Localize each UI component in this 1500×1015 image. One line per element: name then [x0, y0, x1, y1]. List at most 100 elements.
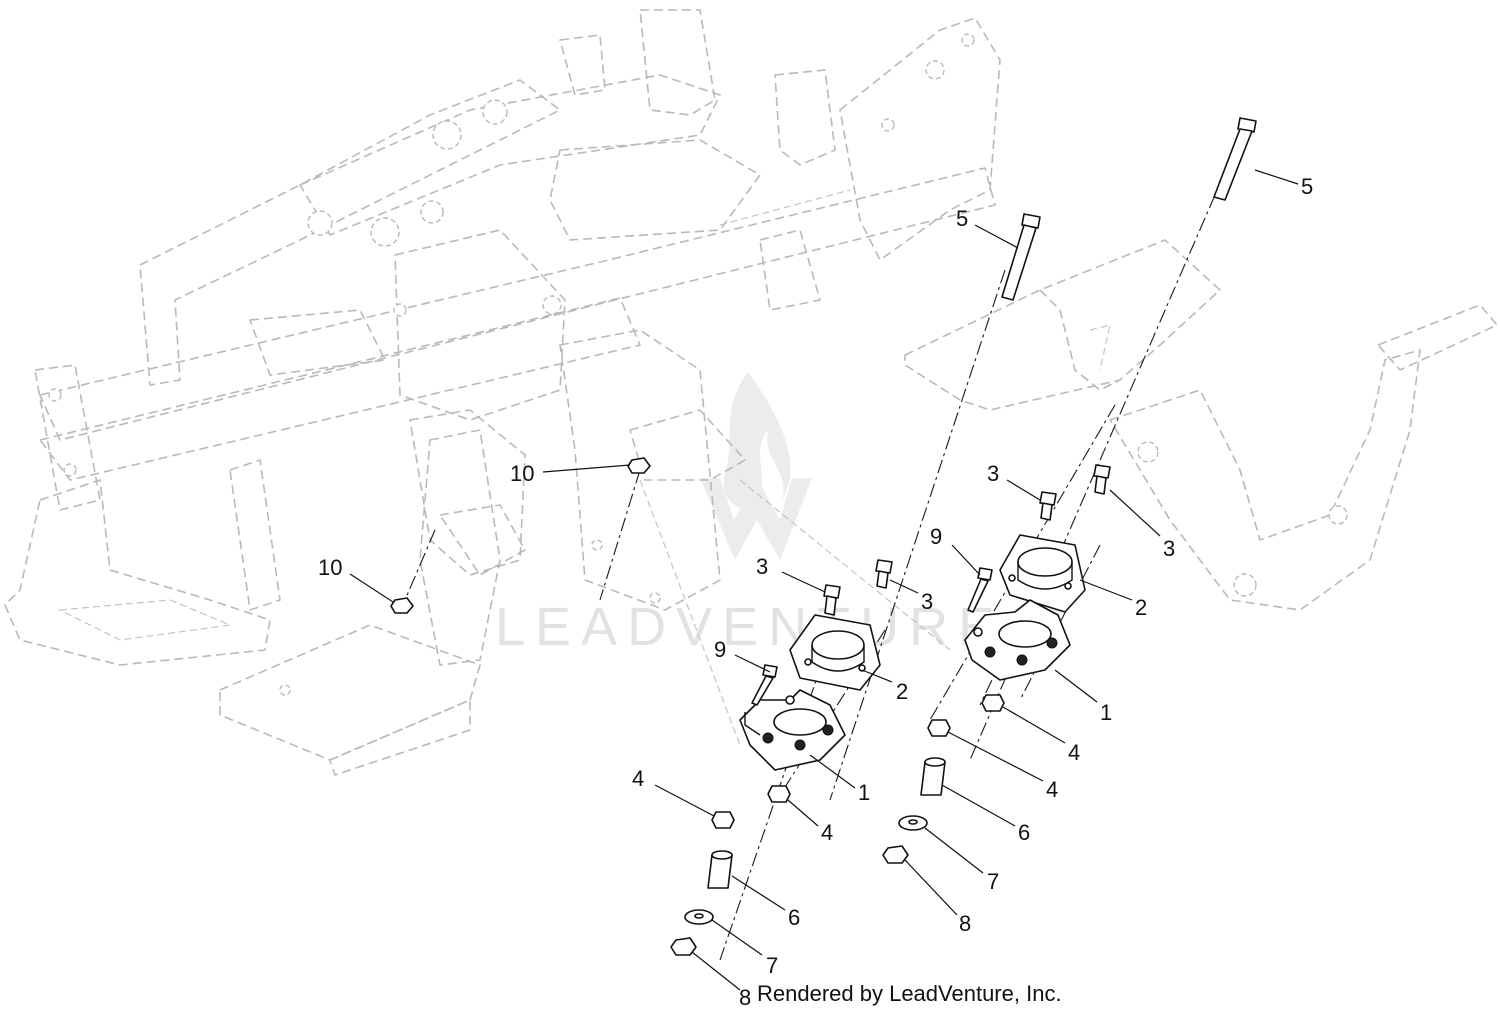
leader-10-upper — [542, 464, 631, 473]
axis-line — [599, 469, 641, 601]
right-mount-stack — [882, 117, 1257, 864]
nut-8-left — [670, 937, 697, 956]
stud-9-right — [967, 567, 993, 613]
frame-lower-left-plate — [409, 409, 526, 576]
callout-1-right: 1 — [1100, 700, 1112, 725]
washer-7-right — [898, 815, 928, 831]
frame-hole — [542, 295, 562, 315]
leader-7-left — [711, 919, 763, 956]
frame-right-handle — [1377, 304, 1498, 371]
frame-left-leg — [229, 459, 281, 611]
leadventure-flame-icon — [700, 372, 812, 560]
callout-3-a: 3 — [987, 461, 999, 486]
leader-5-right — [1254, 169, 1299, 185]
frame-top-mount-plate — [904, 239, 1221, 411]
leader-10-lower — [349, 573, 394, 603]
leader-lines — [349, 169, 1299, 991]
stud-9-left — [751, 664, 778, 706]
frame-rear-upright — [419, 429, 501, 666]
leader-3-d — [889, 579, 919, 594]
frame-hole — [370, 217, 400, 247]
frame-link — [739, 479, 951, 651]
frame-mount-pad — [439, 504, 526, 576]
callout-10-upper: 10 — [510, 461, 534, 486]
callout-3-c: 3 — [756, 554, 768, 579]
frame-center-plate — [559, 329, 721, 611]
frame-hole — [482, 99, 508, 125]
frame-hole — [925, 60, 945, 80]
callout-1-left: 1 — [858, 780, 870, 805]
frame-hole — [48, 388, 62, 402]
frame-mount-slot — [1089, 324, 1111, 371]
nut-4-right-b — [927, 719, 951, 737]
leader-4-a — [1002, 706, 1066, 744]
frame-hole — [591, 539, 603, 551]
isolator-plate-2-right — [999, 534, 1086, 613]
frame-hole — [649, 592, 661, 604]
callout-3-b: 3 — [1163, 536, 1175, 561]
frame-top-mount-flange — [1039, 289, 1121, 391]
left-mount-stack — [670, 213, 1041, 956]
frame-hole — [1328, 505, 1348, 525]
leader-6-right — [941, 784, 1016, 827]
nut-4-right-a — [981, 694, 1005, 712]
frame-hole — [307, 210, 333, 236]
frame-foot-loop — [4, 479, 271, 666]
axis-line — [404, 529, 436, 601]
washer-7-left — [684, 909, 714, 925]
frame-lower-bracket — [759, 229, 821, 311]
frame-footplate — [219, 624, 481, 761]
callout-9-right: 9 — [930, 524, 942, 549]
callout-8-left: 8 — [739, 985, 751, 1010]
leader-8-left — [691, 951, 741, 991]
leader-6-left — [731, 875, 786, 911]
leader-2-left — [861, 669, 893, 683]
bolt-5-right — [1213, 117, 1257, 201]
leader-4-d — [787, 799, 819, 827]
frame-link — [719, 189, 851, 226]
frame-hole — [432, 120, 462, 150]
leader-3-a — [1006, 479, 1041, 501]
leader-5-left — [974, 224, 1019, 249]
frame-tower-bracket — [774, 69, 836, 166]
frame-foot-deck — [57, 599, 233, 641]
frame-main-tube — [39, 167, 996, 441]
nut-10-lower — [390, 597, 414, 614]
leader-8-right — [904, 859, 958, 916]
callout-5-left: 5 — [956, 206, 968, 231]
callout-2-right: 2 — [1135, 595, 1147, 620]
frame-cross-member — [549, 139, 761, 241]
frame-hole — [63, 463, 77, 477]
bolt-3-left-b — [875, 559, 893, 589]
leader-3-c — [781, 571, 826, 593]
frame-hole — [420, 200, 444, 224]
frame-tower-bracket — [639, 9, 716, 116]
frame-hole — [279, 684, 291, 696]
mount-bracket-1-right — [964, 599, 1071, 681]
callout-4-d: 4 — [821, 820, 833, 845]
callout-5-right: 5 — [1301, 174, 1313, 199]
callout-4-a: 4 — [1068, 740, 1080, 765]
frame-right-hoop — [1109, 349, 1421, 611]
leader-2-right — [1079, 579, 1133, 601]
mount-bracket-1-left — [739, 689, 846, 771]
callout-8-right: 8 — [959, 911, 971, 936]
frame-phantom — [4, 9, 1498, 776]
leader-9-right — [951, 544, 981, 576]
assembly-axis-lines — [404, 194, 1216, 961]
callout-6-left: 6 — [788, 905, 800, 930]
frame-middle-upright — [394, 229, 566, 421]
frame-hole — [393, 303, 407, 317]
callout-10-lower: 10 — [318, 555, 342, 580]
frame-upper-left-loop — [139, 79, 561, 386]
frame-hole — [881, 118, 895, 132]
frame-hole — [961, 33, 975, 47]
nut-4-left-a — [711, 811, 735, 829]
callout-6-right: 6 — [1018, 820, 1030, 845]
callout-2-left: 2 — [896, 679, 908, 704]
leader-4-c — [654, 784, 715, 817]
nut-10-upper — [627, 457, 651, 474]
frame-link — [639, 479, 741, 746]
spacer-6-right — [920, 757, 946, 796]
